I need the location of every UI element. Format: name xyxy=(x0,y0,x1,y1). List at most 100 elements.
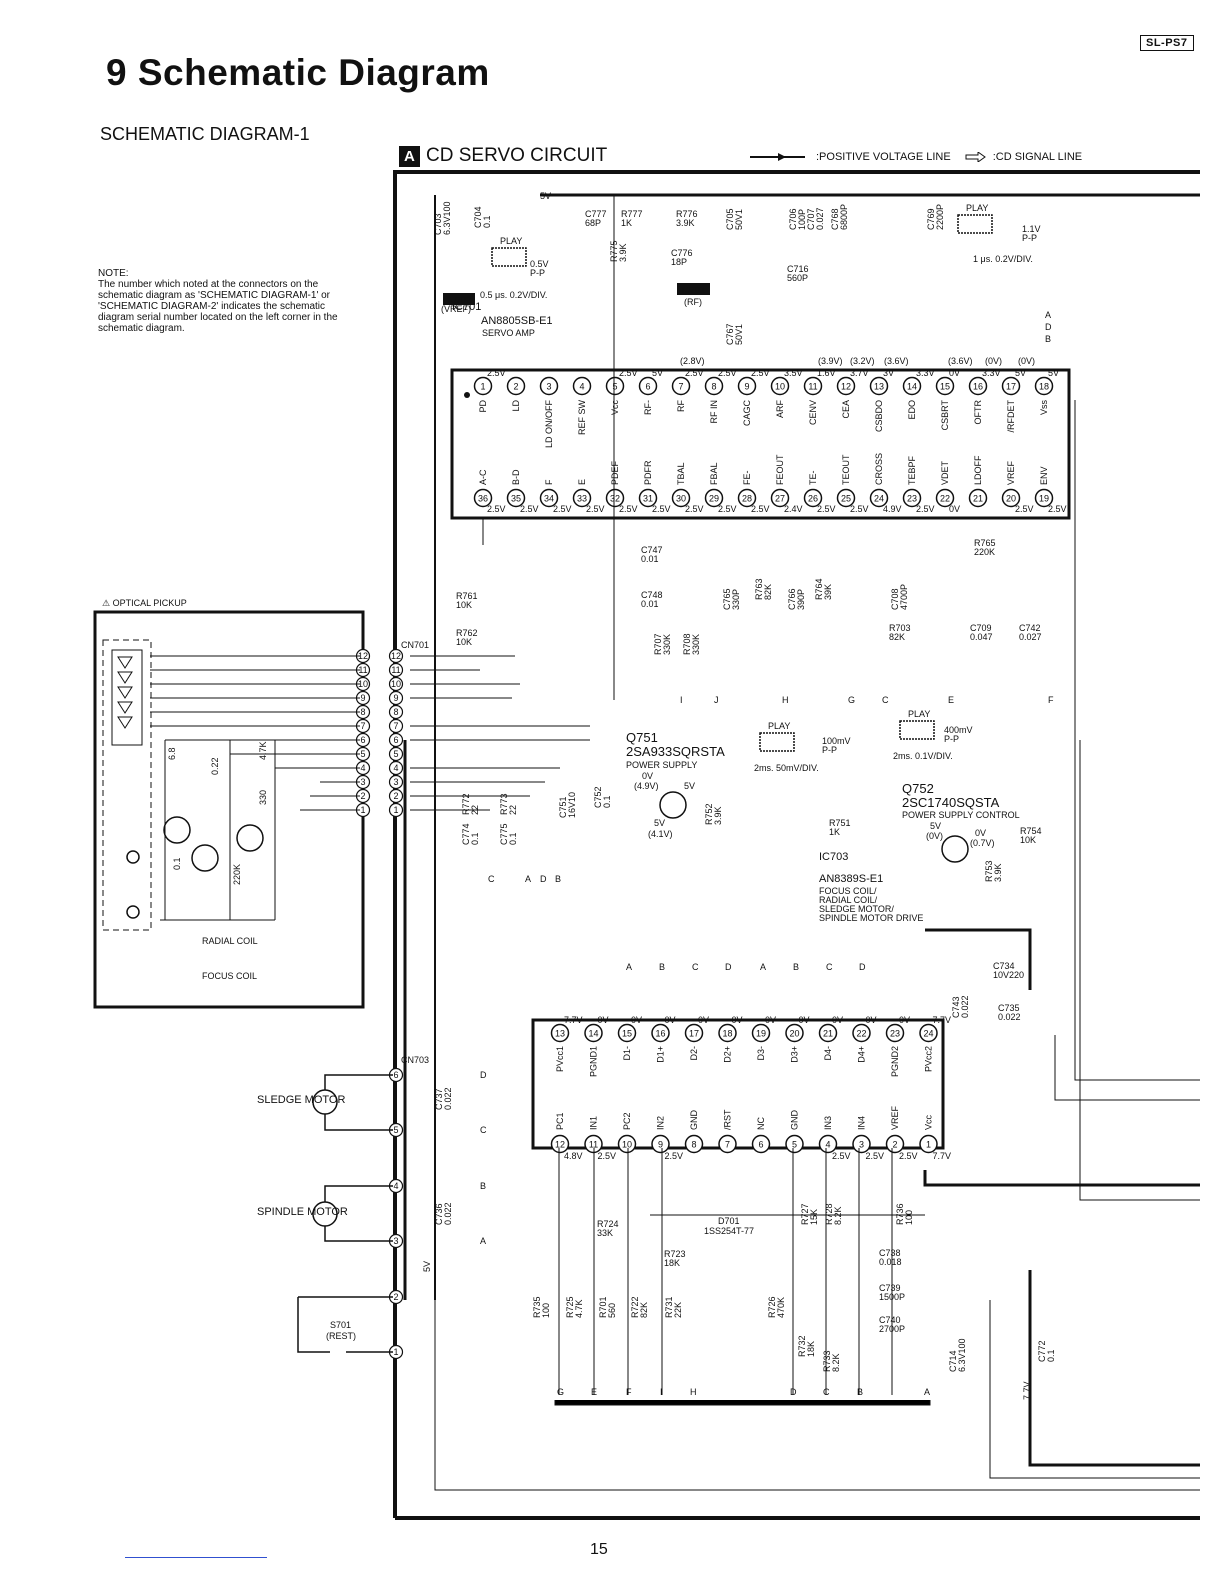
ic701-bottom-pin-voltage: 2.5V xyxy=(1015,504,1034,514)
part-ref: R762 xyxy=(456,628,478,638)
ic701-bottom-pin-number: 30 xyxy=(676,494,686,504)
ic703-top-pin-15 xyxy=(617,1023,637,1043)
cn701-label: CN701 xyxy=(401,640,429,650)
ic701-bottom-pin-number: 34 xyxy=(544,494,554,504)
ic701-top-pin-number: 6 xyxy=(645,382,650,392)
ic701-bottom-pin-voltage: 2.5V xyxy=(487,504,506,514)
cn701-pin-number: 1 xyxy=(393,805,398,815)
ic703-top-pin-18 xyxy=(718,1023,737,1043)
ic701-top-pin-voltage: 1.6V xyxy=(817,368,836,378)
part-ref: C768 xyxy=(830,208,840,230)
ic703-top-pin-voltage: 7.7V xyxy=(564,1015,583,1025)
ic701-top-pin-8 xyxy=(704,376,724,396)
ic703-bottom-pin-4 xyxy=(818,1134,838,1154)
part-ref: R728 xyxy=(824,1203,834,1225)
ic701-top-pin-voltage: 3.7V xyxy=(850,368,869,378)
part-value: 0.1 xyxy=(602,795,612,808)
focus-coil-label: FOCUS COIL xyxy=(202,971,257,981)
ic701-top-pin-name: CAGC xyxy=(742,400,752,427)
ic701-bottom-pin-name: FEOUT xyxy=(775,454,785,485)
footer-link[interactable] xyxy=(125,1557,267,1558)
cn701-pin-9-b xyxy=(388,690,404,706)
ic701-bottom-pin-name: VDET xyxy=(940,460,950,485)
part-value: 6.3V100 xyxy=(957,1338,967,1372)
ic703-bottom-pin-name: IN2 xyxy=(656,1116,666,1130)
part-ref: C769 xyxy=(926,208,936,230)
part-ref: R773 xyxy=(499,793,509,815)
ic703-bottom-pin-8 xyxy=(684,1134,704,1154)
ic703-bottom-pin-name: NC xyxy=(756,1117,766,1130)
part-ref: C775 xyxy=(499,823,509,845)
ic703-top-pin-name: D2+ xyxy=(723,1046,733,1063)
ic701-top-pin-voltage: 5V xyxy=(652,368,663,378)
part-value: 390P xyxy=(796,589,806,610)
ic703-top-pin-number: 19 xyxy=(756,1029,766,1039)
ic703-bottom-pin-2 xyxy=(885,1134,905,1154)
ic703-bottom-pin-1 xyxy=(919,1134,938,1154)
ic701-paren-voltage: (0V) xyxy=(985,356,1002,366)
part-value: 0.01 xyxy=(641,599,659,609)
ic703-bottom-pin-number: 1 xyxy=(926,1140,931,1150)
ic701-bottom-pin-number: 19 xyxy=(1039,494,1049,504)
ic703-bottom-pin-number: 4 xyxy=(825,1140,830,1150)
cn703-label: CN703 xyxy=(401,1055,429,1065)
cn701-pin-number: 6 xyxy=(360,735,365,745)
waveform-pp: P-P xyxy=(1022,233,1037,243)
cn701-pin-number: 9 xyxy=(393,693,398,703)
ic703-bottom-pin-number: 2 xyxy=(892,1140,897,1150)
ic703-top-pin-name: D4- xyxy=(823,1046,833,1061)
ic701-bottom-pin-number: 28 xyxy=(742,494,752,504)
part-value: 560 xyxy=(607,1303,617,1318)
waveform-trace xyxy=(899,720,935,740)
bus-letter-mid: I xyxy=(680,695,683,705)
ic701-bottom-pin-number: 24 xyxy=(874,494,884,504)
part-value: 18K xyxy=(806,1341,816,1357)
ic701-bottom-pin-32 xyxy=(605,488,625,508)
ic703-bottom-pin-name: Vcc xyxy=(924,1114,934,1130)
ic703-bottom-pin-number: 3 xyxy=(859,1140,864,1150)
part-ref: C707 xyxy=(806,208,816,230)
part-value: 0.027 xyxy=(1019,632,1042,642)
ic701-paren-voltage: (2.8V) xyxy=(680,356,705,366)
ic701-bottom-pin-19 xyxy=(1034,488,1054,508)
cn703-bus-letter: D xyxy=(480,1070,487,1080)
part-value: 50V1 xyxy=(734,209,744,230)
part-value: 560P xyxy=(787,273,808,283)
ic701-top-pin-number: 13 xyxy=(874,382,884,392)
ic701-bottom-pin-voltage: 4.9V xyxy=(883,504,902,514)
ic701-bottom-pin-number: 31 xyxy=(643,494,653,504)
part-value: 2200P xyxy=(935,204,945,230)
ic701-bottom-pin-name: TEOUT xyxy=(841,454,851,485)
ic701-top-pin-voltage: 3V xyxy=(883,368,894,378)
q751-voltage: 5V xyxy=(654,818,665,828)
part-ref: C777 xyxy=(585,209,607,219)
ic701-bottom-pin-number: 25 xyxy=(841,494,851,504)
bus-letter-mid: E xyxy=(948,695,954,705)
cn701-pin-number: 12 xyxy=(358,651,368,661)
pickup-part-value: 4.7K xyxy=(258,741,268,760)
cn701-pin-number: 7 xyxy=(360,721,365,731)
ic701-bottom-pin-29 xyxy=(704,488,724,508)
ic703-top-pin-voltage: 0V xyxy=(866,1015,877,1025)
part-value: 68P xyxy=(585,218,601,228)
ic703-bus-letter: D xyxy=(859,962,866,972)
ic701-top-pin-name: RF xyxy=(676,400,686,412)
bus-letter-lower: D xyxy=(540,874,547,884)
ic701-paren-voltage: (3.2V) xyxy=(850,356,875,366)
waveform-label: PLAY xyxy=(908,709,930,719)
ic703-bus-letter: D xyxy=(725,962,732,972)
ic701-bottom-pin-name: ENV xyxy=(1039,466,1049,485)
ic701-top-pin-number: 18 xyxy=(1039,382,1049,392)
part-value: 330P xyxy=(731,589,741,610)
ic701-bottom-pin-36 xyxy=(473,488,493,508)
ic701-bottom-pin-number: 29 xyxy=(709,494,719,504)
ic703-top-pin-voltage: 0V xyxy=(698,1015,709,1025)
ic701-bottom-pin-number: 32 xyxy=(610,494,620,504)
ic701-bottom-pin-name: TE- xyxy=(808,470,818,485)
ic703-bottom-pin-number: 7 xyxy=(725,1140,730,1150)
ic701-top-pin-voltage: 2.5V xyxy=(718,368,737,378)
ic701-top-pin-name: CEA xyxy=(841,400,851,419)
bus-letter-bottom: I xyxy=(660,1387,663,1397)
ic701-top-pin-voltage: 5V xyxy=(1015,368,1026,378)
ic703-top-pin-19 xyxy=(751,1023,771,1043)
